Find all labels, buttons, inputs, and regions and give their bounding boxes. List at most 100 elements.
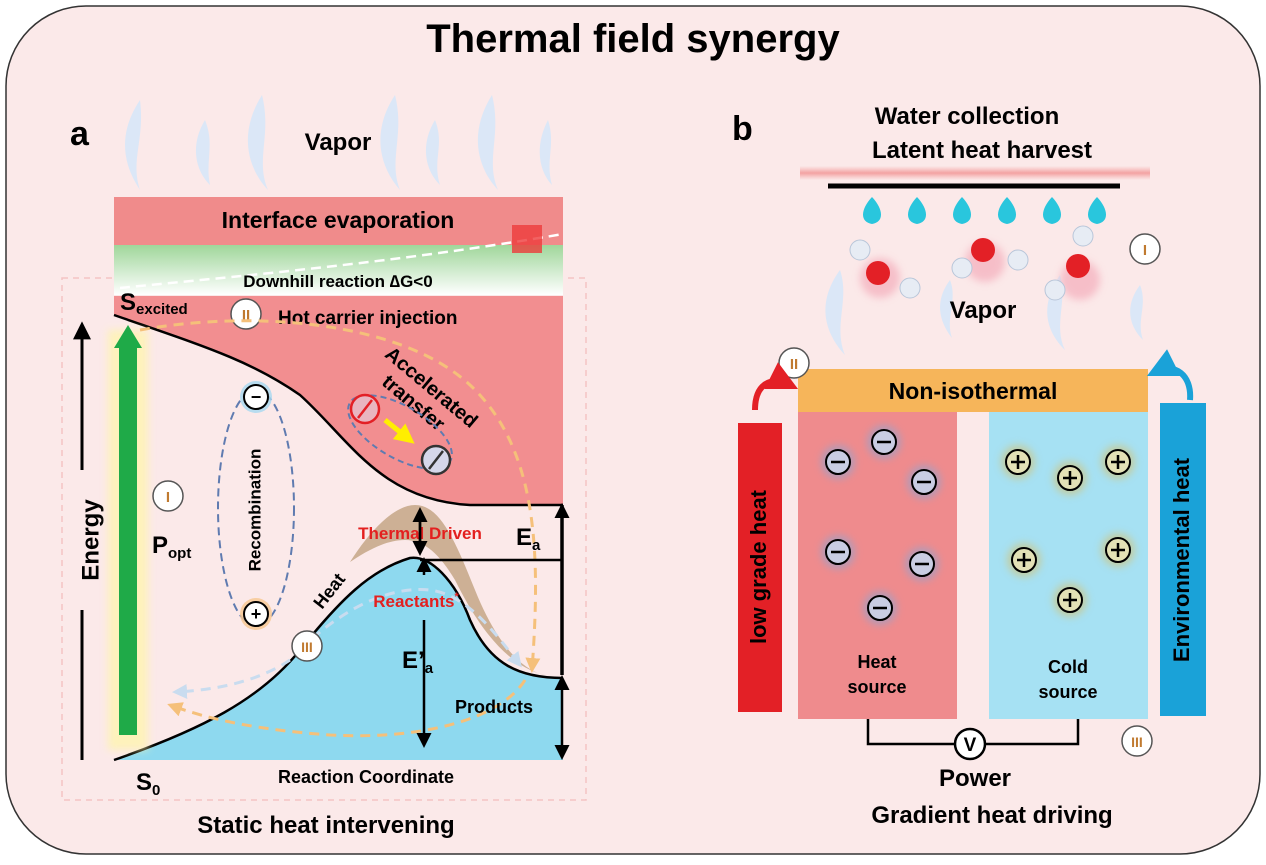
water-drop-icon: [1088, 197, 1106, 224]
reaction-hill-region: [114, 557, 563, 760]
excited-state-curve: [113, 313, 563, 507]
cold-source-label-2: source: [1038, 682, 1097, 702]
return-dashed-path-orange: [167, 679, 527, 738]
panel-b-label: b: [732, 110, 753, 148]
interface-evaporation-band: [114, 197, 563, 245]
electron-group: [821, 425, 941, 625]
recombination-electron-sign: −: [251, 387, 262, 407]
electron-icon: [867, 425, 901, 459]
electron-icon: [821, 445, 855, 479]
reactants-main: Reactants: [373, 592, 454, 611]
recombination-label: Recombination: [245, 449, 264, 572]
badge-i-b: [1129, 233, 1161, 265]
reaction-curve: [113, 556, 564, 762]
environmental-curved-arrow: [1146, 349, 1194, 401]
ea-sub: a: [532, 537, 541, 554]
water-molecule-icon: [1044, 225, 1100, 301]
voltmeter-icon: [953, 727, 987, 761]
hole-icon: [1001, 445, 1035, 479]
badge-iii-a-text: III: [301, 639, 313, 655]
thermal-driven-bump: [350, 505, 545, 675]
badge-iii-a: [291, 630, 323, 662]
s-excited-sub: excited: [136, 301, 188, 318]
badge-i-a: [152, 480, 184, 512]
downhill-dashed-line: [119, 232, 564, 290]
electron-icon: [863, 591, 897, 625]
products-label: Products: [455, 697, 533, 717]
water-drop-icon: [953, 197, 971, 224]
hole-icon: [1007, 543, 1041, 577]
ea-label: Ea: [516, 524, 541, 554]
environmental-heat-label: Environmental heat: [1169, 457, 1194, 662]
water-drop-icon: [998, 197, 1016, 224]
p-opt-arrow-head: [114, 325, 142, 348]
low-grade-heat-label: low grade heat: [746, 489, 771, 644]
water-drop-icon: [1043, 197, 1061, 224]
s-excited-label: Sexcited: [120, 289, 188, 318]
vapor-plume-icon: [247, 95, 268, 190]
panel-a: a Vapor Interface evaporation Downhill r…: [61, 95, 587, 839]
recombination-hole-icon: [243, 601, 269, 627]
energy-axis-label-bg: [68, 470, 96, 610]
heat-dashed-path-blue: [298, 588, 522, 668]
vapor-plume-icon: [477, 95, 498, 190]
reactants-mark: *: [454, 591, 459, 603]
s-excited-main: S: [120, 289, 136, 316]
p-opt-label: Popt: [152, 532, 191, 562]
electron-icon: [821, 535, 855, 569]
ea-main: E: [516, 524, 532, 551]
main-title: Thermal field synergy: [426, 17, 840, 61]
vapor-plume-icon: [539, 120, 552, 185]
water-molecule-icon: [849, 239, 921, 299]
vapor-plume-icon: [940, 280, 953, 338]
panel-a-caption: Static heat intervening: [197, 812, 454, 839]
badge-i-a-text: I: [166, 489, 170, 506]
energy-axis-label: Energy: [77, 499, 104, 581]
electron-icon: [907, 465, 941, 499]
hole-group: [1001, 445, 1135, 617]
transferred-carrier-slash: [428, 450, 444, 470]
downhill-band: [114, 245, 563, 295]
hole-icon: [1053, 461, 1087, 495]
electron-icon: [905, 547, 939, 581]
panel-a-dashed-border: [61, 277, 587, 801]
hole-icon: [1101, 445, 1135, 479]
vapor-plume-icon: [425, 120, 440, 185]
heat-source-label-2: source: [847, 677, 906, 697]
water-molecule-icon: [951, 238, 1029, 282]
reactants-label: Reactants*: [373, 591, 459, 611]
p-opt-main: P: [152, 532, 168, 559]
gradient-heat-label: Gradient heat driving: [871, 802, 1112, 829]
cold-source-label-1: Cold: [1048, 657, 1088, 677]
panel-b: b Water collection Latent heat harvest: [732, 103, 1206, 829]
power-label: Power: [939, 765, 1011, 792]
recombination-electron-icon: [243, 384, 269, 410]
interface-evaporation-label: Interface evaporation: [222, 207, 455, 233]
red-carrier-slash: [357, 399, 373, 419]
badge-iii-b-text: III: [1131, 734, 1143, 750]
s0-label: S0: [136, 769, 160, 799]
p-opt-sub: opt: [168, 545, 191, 562]
non-isothermal-bar: [798, 369, 1148, 412]
return-dashed-path-blue: [172, 658, 291, 699]
badge-i-b-text: I: [1143, 242, 1147, 259]
recombination-hole-sign: +: [251, 604, 262, 624]
hot-carrier-injection-label: Hot carrier injection: [278, 308, 458, 329]
ea-prime-label: E’a: [402, 647, 434, 677]
low-grade-heat-bar: [738, 423, 782, 712]
heat-source-label-1: Heat: [857, 652, 896, 672]
hole-icon: [1101, 533, 1135, 567]
voltmeter-label: V: [964, 735, 977, 756]
vapor-plume-icon: [380, 95, 400, 190]
s0-sub: 0: [152, 782, 160, 799]
vapor-plume-icon: [1130, 285, 1143, 340]
latent-heat-label: Latent heat harvest: [872, 137, 1092, 164]
conduction-band-region: [114, 296, 563, 505]
ea-prime-main: E’: [402, 647, 425, 674]
badge-ii-b-text: II: [790, 356, 798, 373]
ea-prime-sub: a: [425, 660, 434, 677]
water-drop-icon: [908, 197, 926, 224]
panel-b-vapor-label: Vapor: [950, 297, 1017, 324]
